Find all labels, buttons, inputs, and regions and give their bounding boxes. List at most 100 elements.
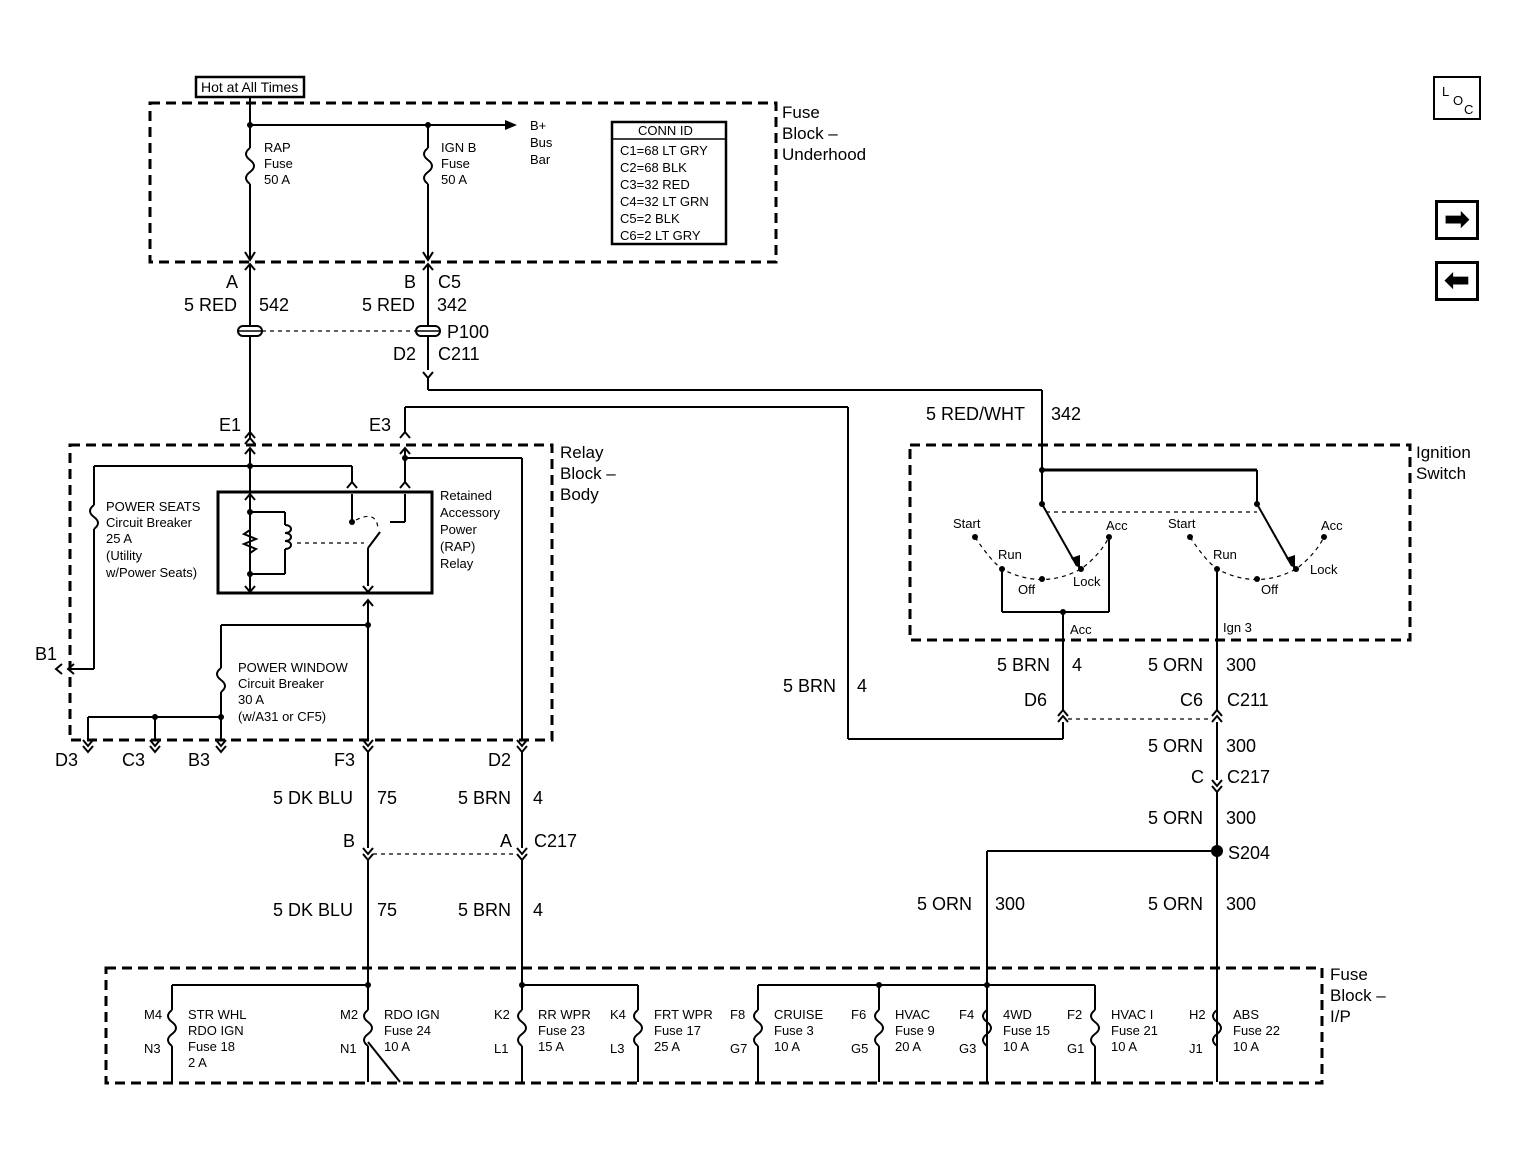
- bus-arrow-icon: [505, 120, 517, 130]
- fuse-label: HVAC: [895, 1007, 930, 1022]
- power-window-breaker-icon: [216, 667, 226, 693]
- wire-color-label: 5 ORN: [1148, 894, 1203, 914]
- fuse-pin-bottom: L3: [610, 1041, 624, 1056]
- power-window-label: (w/A31 or CF5): [238, 709, 326, 724]
- ign-b-fuse-name: IGN B: [441, 140, 476, 155]
- pin-c-label: C: [1191, 767, 1204, 787]
- switch-position-label: Lock: [1310, 562, 1338, 577]
- fuse-pin-bottom: G1: [1067, 1041, 1084, 1056]
- power-window-label: Circuit Breaker: [238, 676, 325, 691]
- fuse-label: RR WPR: [538, 1007, 591, 1022]
- switch-position-label: Run: [998, 547, 1022, 562]
- pin-b-label: B: [404, 272, 416, 292]
- power-window-label: POWER WINDOW: [238, 660, 348, 675]
- fuse-block-underhood-title: Block –: [782, 124, 838, 143]
- conn-id-row: C2=68 BLK: [620, 160, 687, 175]
- switch-position-label: Acc: [1106, 518, 1128, 533]
- fuse-icon: [363, 1009, 373, 1047]
- wire-color-label: 5 RED: [362, 295, 415, 315]
- hot-at-all-times-label: Hot at All Times: [201, 79, 298, 95]
- switch-position-label: Run: [1213, 547, 1237, 562]
- fuse-block-underhood-title: Underhood: [782, 145, 866, 164]
- previous-page-button[interactable]: ⬅: [1435, 261, 1479, 301]
- rap-relay-label: (RAP): [440, 539, 475, 554]
- wire-circuit-label: 4: [533, 788, 543, 808]
- rap-relay-label: Accessory: [440, 505, 500, 520]
- rap-fuse-icon: [245, 147, 255, 185]
- wire-circuit-label: 75: [377, 788, 397, 808]
- fuse-pin-top: F6: [851, 1007, 866, 1022]
- bus-label-bar: Bar: [530, 152, 551, 167]
- wire-circuit-label: 300: [1226, 808, 1256, 828]
- fuse-label: 4WD: [1003, 1007, 1032, 1022]
- rap-fuse-word: Fuse: [264, 156, 293, 171]
- rap-relay-box: [216, 490, 434, 595]
- wire-circuit-label: 300: [1226, 894, 1256, 914]
- relay-block-title: Relay: [560, 443, 604, 462]
- fuse-label: 10 A: [1233, 1039, 1259, 1054]
- fuse-label: Fuse 15: [1003, 1023, 1050, 1038]
- c211-label: C211: [1227, 690, 1269, 710]
- fuse-icon: [633, 1009, 643, 1047]
- ign3-output-label: Ign 3: [1223, 620, 1252, 635]
- switch-position-label: Off: [1018, 582, 1035, 597]
- bus-label-b-plus: B+: [530, 118, 546, 133]
- wire-circuit-label: 300: [1226, 655, 1256, 675]
- switch-position-label: Acc: [1321, 518, 1343, 533]
- ignition-switch: Ignition Switch Start Run Off Lock Acc A…: [908, 443, 1471, 710]
- wire-circuit-label: 342: [437, 295, 467, 315]
- fuse-icon: [874, 1009, 884, 1047]
- fuse-label: Fuse 24: [384, 1023, 431, 1038]
- pin-b-label: B: [343, 831, 355, 851]
- mid-wiring: 5 BRN 4 5 BRN 4 5 ORN 300 D6 C6 C211 5 O…: [783, 655, 1270, 1082]
- fuse-label: 10 A: [384, 1039, 410, 1054]
- fuse-block-ip: Fuse Block – I/P: [104, 965, 1386, 1085]
- fuse-block-underhood-title: Fuse: [782, 103, 820, 122]
- power-seats-label: 25 A: [106, 531, 132, 546]
- conn-id-row: C1=68 LT GRY: [620, 143, 708, 158]
- fuse-label: Fuse 21: [1111, 1023, 1158, 1038]
- wire-color-label: 5 BRN: [783, 676, 836, 696]
- power-window-label: 30 A: [238, 692, 264, 707]
- c6-label: C6: [1180, 690, 1203, 710]
- acc-output-label: Acc: [1070, 622, 1092, 637]
- fuse-label: 15 A: [538, 1039, 564, 1054]
- fuse-pin-bottom: L1: [494, 1041, 508, 1056]
- fuse-icon: [753, 1009, 763, 1047]
- relay-block-body: Relay Block – Body B1 POWER SEATS Circui…: [35, 443, 616, 770]
- wire-color-label: 5 RED/WHT: [926, 404, 1025, 424]
- fuse-pin-top: K2: [494, 1007, 510, 1022]
- s204-label: S204: [1228, 843, 1270, 863]
- fuse-label: Fuse 17: [654, 1023, 701, 1038]
- fuse-label: 25 A: [654, 1039, 680, 1054]
- fuse-label: Fuse 22: [1233, 1023, 1280, 1038]
- wire-color-label: 5 ORN: [917, 894, 972, 914]
- loc-o: O: [1453, 93, 1464, 108]
- d2-label: D2: [488, 750, 511, 770]
- ign-b-fuse-icon: [423, 147, 433, 185]
- loc-c: C: [1464, 102, 1474, 117]
- wire-color-label: 5 ORN: [1148, 808, 1203, 828]
- fuse-pin-top: F4: [959, 1007, 974, 1022]
- top-wiring: A B C5 5 RED 542 5 RED 342 P100 D2 C211 …: [184, 262, 1081, 740]
- wire-color-label: 5 BRN: [458, 900, 511, 920]
- power-seats-label: POWER SEATS: [106, 499, 201, 514]
- power-seats-breaker-icon: [89, 504, 99, 530]
- fuse-pin-top: K4: [610, 1007, 626, 1022]
- fuse-icon: [517, 1009, 527, 1047]
- wire-color-label: 5 ORN: [1148, 655, 1203, 675]
- locator-button[interactable]: L O C: [1433, 76, 1481, 120]
- next-page-button[interactable]: ➡: [1435, 200, 1479, 240]
- conn-id-row: C3=32 RED: [620, 177, 690, 192]
- fuse-label: 10 A: [774, 1039, 800, 1054]
- rap-relay-label: Relay: [440, 556, 474, 571]
- fuse-label: ABS: [1233, 1007, 1259, 1022]
- switch-position-label: Start: [1168, 516, 1196, 531]
- wire-circuit-label: 4: [1072, 655, 1082, 675]
- conn-id-row: C5=2 BLK: [620, 211, 680, 226]
- fuse-label: STR WHL: [188, 1007, 247, 1022]
